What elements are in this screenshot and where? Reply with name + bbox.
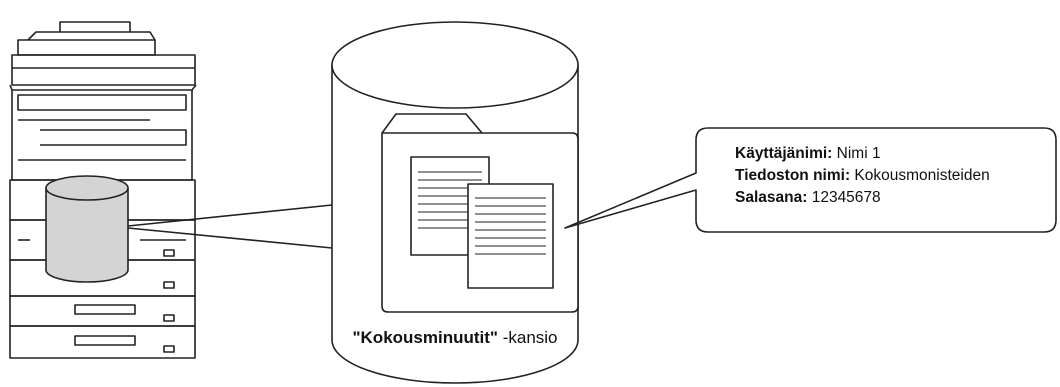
password-label: Salasana: [735, 189, 808, 206]
folder-suffix: -kansio [502, 328, 558, 347]
callout-text: Käyttäjänimi: Nimi 1 Tiedoston nimi: Kok… [735, 143, 990, 209]
password-value: 12345678 [811, 189, 881, 206]
user-name-label: Käyttäjänimi: [735, 145, 833, 162]
callout-bubble [564, 127, 1057, 233]
file-name-value: Kokousmonisteiden [854, 167, 990, 184]
connector-line-bottom [127, 227, 333, 249]
user-name-value: Nimi 1 [836, 145, 881, 162]
folder-caption: "Kokousminuutit" -kansio [330, 328, 580, 348]
file-name-label: Tiedoston nimi: [735, 167, 851, 184]
folder-name: "Kokousminuutit" [352, 328, 498, 347]
user-name-row: Käyttäjänimi: Nimi 1 [735, 143, 990, 165]
hdd-icon [45, 175, 129, 283]
file-name-row: Tiedoston nimi: Kokousmonisteiden [735, 165, 990, 187]
document-icon-front [467, 183, 554, 289]
connector-line-top [127, 204, 333, 227]
password-row: Salasana: 12345678 [735, 187, 990, 209]
